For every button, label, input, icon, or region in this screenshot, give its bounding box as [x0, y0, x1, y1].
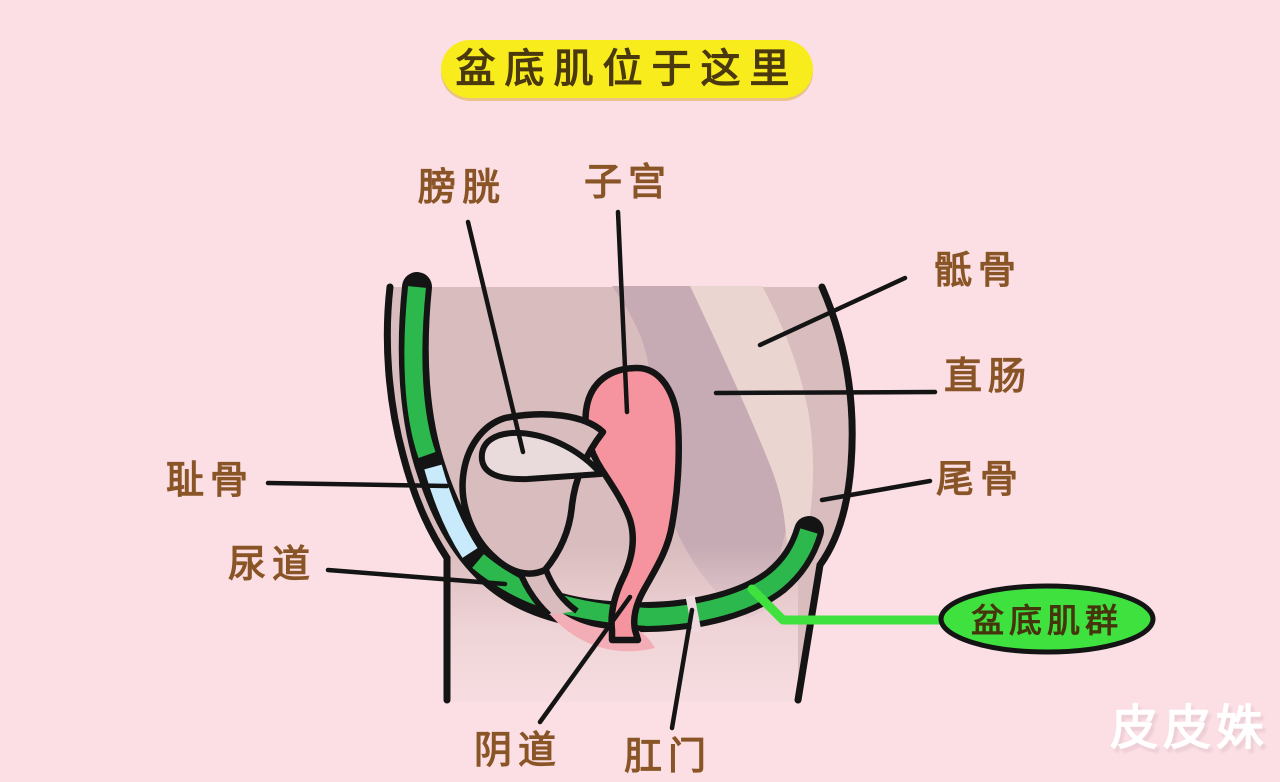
label-coccyx: 尾骨 [936, 457, 1025, 501]
rectum-pointer-line [713, 389, 938, 396]
vagina-pointer-line [537, 594, 633, 725]
callout-label: 盆底肌群 [971, 600, 1123, 640]
pubic-bone-pointer-line [265, 480, 450, 489]
anus-pointer-line [669, 607, 695, 731]
label-pubic-bone: 耻骨 [166, 458, 255, 502]
sacrum-shape [690, 286, 814, 554]
bladder-lumen [478, 429, 604, 483]
label-vagina: 阴道 [474, 728, 563, 772]
rectum-shape [612, 286, 790, 618]
bladder-pointer-line [465, 219, 526, 455]
pelvic-floor-band-green-lower [472, 528, 818, 627]
label-urethra: 尿道 [228, 542, 317, 586]
coccyx-pointer-line [819, 478, 933, 503]
label-uterus: 子宫 [584, 160, 673, 204]
torso-front-outline [383, 283, 451, 704]
label-sacrum: 骶骨 [934, 248, 1023, 292]
pelvic-floor-band-green-upper [404, 286, 436, 458]
torso-back-outline [794, 283, 856, 704]
label-bladder: 膀胱 [418, 165, 507, 209]
pubic-bone-shape [424, 464, 478, 558]
uterus-pointer-line [615, 209, 630, 415]
label-anus: 肛门 [624, 734, 713, 778]
watermark: 皮皮姝 [1110, 700, 1270, 756]
callout-leader-line [747, 584, 949, 625]
title-highlight: 盆底肌位于这里 [441, 40, 813, 98]
urethra-back-wall [543, 568, 579, 614]
page-title: 盆底肌位于这里 [455, 46, 799, 92]
sacrum-pointer-line [757, 275, 908, 348]
urethra-pointer-line [325, 567, 508, 587]
callout-oval [938, 583, 1156, 655]
label-rectum: 直肠 [944, 354, 1033, 398]
